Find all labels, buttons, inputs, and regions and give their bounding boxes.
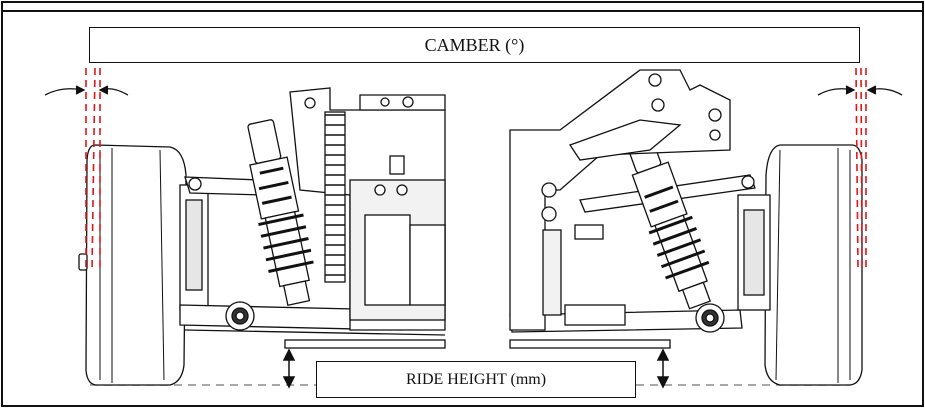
left-camber-reference (85, 67, 101, 271)
left-assembly (78, 87, 446, 386)
left-camber-arrows (44, 85, 129, 96)
right-assembly (509, 69, 863, 386)
left-ride-height-arrow (282, 348, 296, 389)
left-tire (85, 144, 187, 386)
right-camber-arrows (817, 85, 903, 96)
camber-label: CAMBER (°) (89, 27, 860, 63)
right-ride-height-arrow (656, 348, 670, 389)
ride-height-label: RIDE HEIGHT (mm) (316, 361, 636, 398)
right-camber-reference (855, 67, 867, 271)
